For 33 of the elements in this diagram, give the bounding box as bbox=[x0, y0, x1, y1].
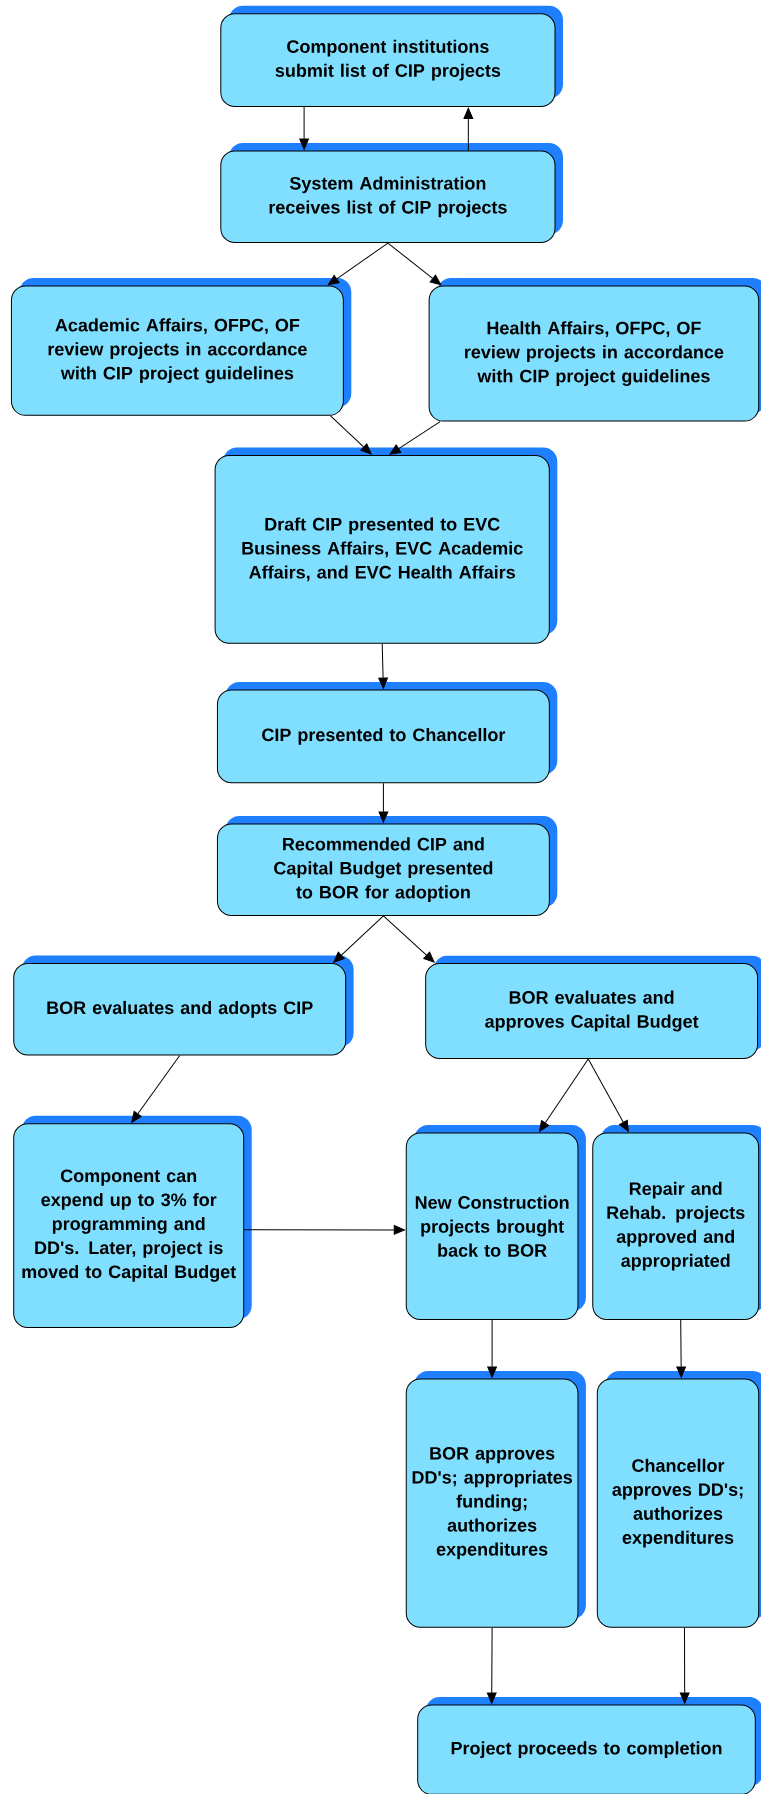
process-box: New Construction projects brought back to BOR bbox=[405, 1124, 586, 1320]
arrow bbox=[243, 1225, 405, 1235]
process-box: Academic Affairs, OFPC, OF review projects in accordance with CIP project guidelines bbox=[10, 278, 352, 416]
arrow bbox=[327, 242, 389, 286]
arrow bbox=[679, 1627, 690, 1704]
process-box: Project proceeds to completion bbox=[417, 1697, 761, 1794]
arrow bbox=[463, 107, 474, 152]
arrow bbox=[378, 782, 389, 823]
arrow bbox=[676, 1319, 686, 1378]
arrow bbox=[299, 106, 309, 150]
arrow bbox=[382, 915, 435, 963]
process-box: Component institutions submit list of CIP projects bbox=[220, 5, 563, 107]
arrow bbox=[538, 1058, 589, 1132]
process-box: CIP presented to Chancellor bbox=[216, 682, 558, 784]
arrow bbox=[333, 915, 384, 963]
process-box: Draft CIP presented to EVC Business Affairs, EVC Academic Affairs, and EVC Health Affairs bbox=[214, 447, 558, 644]
arrow bbox=[587, 1058, 629, 1132]
arrow bbox=[387, 242, 442, 286]
arrow bbox=[389, 421, 441, 455]
arrow bbox=[486, 1627, 497, 1704]
process-box: Repair and Rehab. projects approved and appropriated bbox=[592, 1124, 761, 1320]
process-box: BOR approves DD's; appropriates funding; authorizes expenditures bbox=[405, 1371, 586, 1628]
process-box: System Administration receives list of CIP projects bbox=[220, 143, 563, 244]
arrow bbox=[330, 415, 372, 455]
arrow bbox=[487, 1319, 497, 1378]
process-box: BOR evaluates and approves Capital Budget bbox=[425, 955, 761, 1059]
process-box: Recommended CIP and Capital Budget presented to BOR for adoption bbox=[216, 815, 558, 916]
arrow bbox=[131, 1055, 181, 1123]
process-box: Component can expend up to 3% for programming and DD's. Later, project is moved to Capital Budget bbox=[13, 1115, 252, 1328]
process-box: Health Affairs, OFPC, OF review projects in accordance with CIP project guidelines bbox=[428, 278, 761, 422]
arrow bbox=[378, 643, 388, 689]
process-box: BOR evaluates and adopts CIP bbox=[13, 955, 354, 1056]
process-box: Chancellor approves DD's; authorizes expenditures bbox=[596, 1371, 761, 1628]
